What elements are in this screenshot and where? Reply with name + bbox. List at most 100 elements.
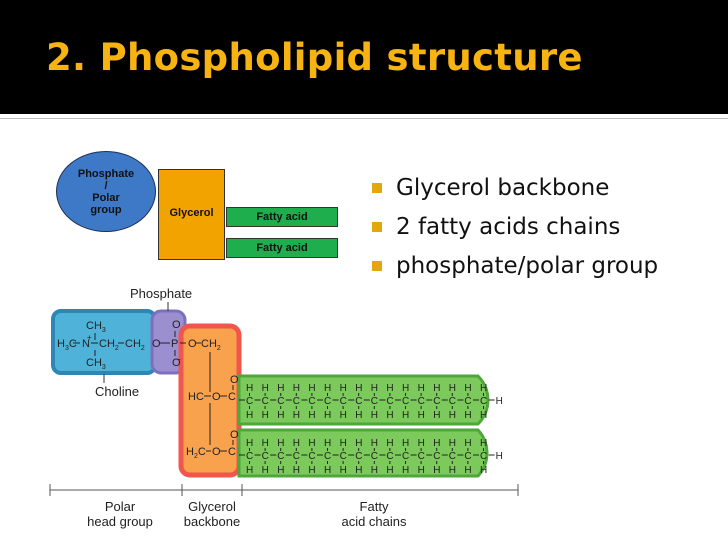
hydrogen-atom: H	[371, 438, 378, 449]
carbon-atom: C	[277, 451, 284, 462]
svg-text:O: O	[188, 338, 197, 350]
hydrogen-atom: H	[480, 383, 487, 394]
carbon-atom: C	[402, 396, 409, 407]
hydrogen-atom: H	[246, 438, 253, 449]
phosphate-label: Phosphate	[130, 286, 192, 301]
fatty-acid-chain-1	[237, 374, 490, 426]
glycerol-box: Glycerol	[158, 169, 225, 260]
carbon-atom: C	[480, 396, 487, 407]
bullet-text: Glycerol backbone	[396, 174, 610, 201]
hydrogen-atom: H	[402, 383, 409, 394]
hydrogen-atom: H	[277, 465, 284, 476]
hydrogen-atom: H	[246, 465, 253, 476]
glycerol-label-line-2: backbone	[184, 514, 240, 529]
hydrogen-atom: H	[340, 383, 347, 394]
carbon-atom: C	[355, 451, 362, 462]
hydrogen-atom: H	[386, 383, 393, 394]
phosphate-line-2: /	[104, 179, 108, 192]
carbon-atom: C	[386, 396, 393, 407]
hydrogen-atom: H	[355, 383, 362, 394]
hydrogen-atom: H	[262, 410, 269, 421]
carbon-atom: C	[449, 451, 456, 462]
svg-text:P: P	[171, 338, 178, 350]
hydrogen-atom: H	[262, 465, 269, 476]
carbon-atom: C	[433, 451, 440, 462]
slide-title: 2. Phospholipid structure	[46, 36, 583, 79]
hydrogen-atom: H	[355, 410, 362, 421]
choline-formula: CH3 H3C N + CH2 CH2 CH3	[57, 320, 145, 371]
hydrogen-atom: H	[449, 383, 456, 394]
fatty-label-line-2: acid chains	[341, 514, 407, 529]
hydrogen-atom: H	[496, 451, 503, 462]
svg-text:O: O	[172, 319, 181, 331]
hydrogen-atom: H	[480, 438, 487, 449]
hydrogen-atom: H	[293, 465, 300, 476]
hydrogen-atom: H	[324, 465, 331, 476]
carbon-atom: C	[293, 396, 300, 407]
hydrogen-atom: H	[449, 465, 456, 476]
hydrogen-atom: H	[433, 465, 440, 476]
svg-text:CH3: CH3	[86, 320, 106, 334]
phosphate-formula: O O P O − O CH2	[152, 319, 221, 369]
hydrogen-atom: H	[402, 438, 409, 449]
hydrogen-atom: H	[496, 396, 503, 407]
polar-label-line-1: Polar	[105, 499, 136, 514]
hydrogen-atom: H	[371, 410, 378, 421]
hydrogen-atom: H	[308, 383, 315, 394]
svg-text:CH2: CH2	[201, 338, 221, 352]
hydrogen-atom: H	[293, 410, 300, 421]
hydrogen-atom: H	[464, 465, 471, 476]
hydrogen-atom: H	[449, 438, 456, 449]
hydrogen-atom: H	[418, 465, 425, 476]
bullet-item: Glycerol backbone	[372, 168, 658, 207]
carbon-atom: C	[355, 396, 362, 407]
carbon-atom: C	[324, 396, 331, 407]
bullet-item: phosphate/polar group	[372, 246, 658, 285]
hydrogen-atom: H	[262, 383, 269, 394]
svg-text:CH2: CH2	[99, 338, 119, 352]
svg-text:H3C: H3C	[57, 338, 77, 352]
hydrogen-atom: H	[293, 438, 300, 449]
hydrogen-atom: H	[433, 438, 440, 449]
glycerol-formula: HC O C O H2C O C O	[186, 352, 239, 460]
svg-text:C: C	[228, 446, 236, 458]
carbon-atom: C	[246, 451, 253, 462]
glycerol-box-label: Glycerol	[169, 207, 214, 219]
bullet-text: 2 fatty acids chains	[396, 213, 621, 240]
hydrogen-atom: H	[480, 465, 487, 476]
carbon-atom: C	[324, 451, 331, 462]
fatty-acid-box-1: Fatty acid	[226, 207, 338, 227]
carbon-atom: C	[449, 396, 456, 407]
glycerol-label-line-1: Glycerol	[188, 499, 236, 514]
hydrogen-atom: H	[355, 438, 362, 449]
carbon-atom: C	[433, 396, 440, 407]
svg-text:O: O	[230, 374, 239, 386]
svg-text:N: N	[82, 338, 90, 350]
hydrogen-atom: H	[371, 383, 378, 394]
carbon-atom: C	[340, 451, 347, 462]
carbon-atom: C	[262, 396, 269, 407]
fatty-label-line-1: Fatty	[360, 499, 389, 514]
hydrogen-atom: H	[386, 410, 393, 421]
svg-text:O: O	[212, 446, 221, 458]
choline-label: Choline	[95, 384, 139, 399]
svg-text:CH3: CH3	[86, 357, 106, 371]
carbon-atom: C	[371, 396, 378, 407]
hydrogen-atom: H	[340, 465, 347, 476]
hydrogen-atom: H	[371, 465, 378, 476]
svg-text:O: O	[152, 338, 161, 350]
bullet-marker-icon	[372, 260, 382, 271]
hydrogen-atom: H	[340, 410, 347, 421]
region-bracket	[49, 484, 519, 496]
hydrogen-atom: H	[464, 438, 471, 449]
hydrogen-atom: H	[355, 465, 362, 476]
svg-text:O: O	[172, 357, 181, 369]
carbon-atom: C	[308, 451, 315, 462]
carbon-atom: C	[371, 451, 378, 462]
carbon-atom: C	[340, 396, 347, 407]
hydrogen-atom: H	[386, 438, 393, 449]
hydrogen-atom: H	[402, 410, 409, 421]
svg-text:+: +	[87, 333, 92, 342]
carbon-atom: C	[480, 451, 487, 462]
